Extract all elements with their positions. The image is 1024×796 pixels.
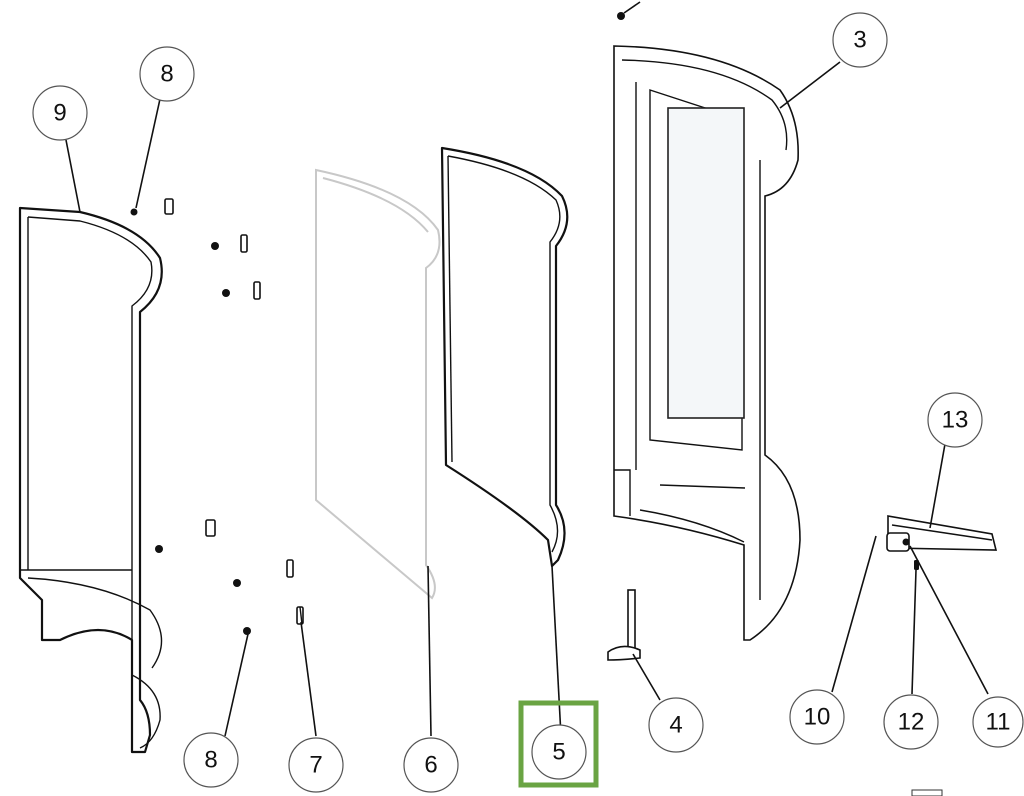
part-13-handle (886, 515, 998, 552)
svg-text:7: 7 (309, 752, 322, 779)
callout-3[interactable]: 3 (832, 12, 888, 68)
part-9-outer-frame (18, 206, 163, 754)
svg-text:12: 12 (898, 709, 925, 736)
svg-text:3: 3 (853, 27, 866, 54)
svg-text:11: 11 (986, 709, 1011, 736)
part-7-rail (299, 606, 303, 625)
part-fastener-top-edge (617, 1, 641, 20)
callout-6[interactable]: 6 (403, 737, 459, 793)
callout-8-bottom[interactable]: 8 (183, 732, 239, 788)
part-8-fasteners-bottom (155, 519, 304, 635)
part-6-glass-panel (315, 168, 441, 600)
svg-text:4: 4 (669, 712, 682, 739)
callout-4[interactable]: 4 (648, 697, 704, 753)
svg-text:6: 6 (424, 752, 437, 779)
part-5-seal-gasket (440, 146, 569, 568)
callout-7[interactable]: 7 (288, 737, 344, 793)
callout-11[interactable]: 11 (972, 696, 1024, 748)
leader-lines (65, 61, 989, 737)
callout-12[interactable]: 12 (883, 694, 939, 750)
svg-text:10: 10 (804, 704, 831, 731)
callout-8-top[interactable]: 8 (139, 46, 195, 102)
callout-13[interactable]: 13 (927, 392, 983, 448)
svg-text:8: 8 (160, 61, 173, 88)
callout-10[interactable]: 10 (789, 689, 845, 745)
callout-5[interactable]: 5 (531, 724, 587, 780)
svg-text:9: 9 (53, 100, 66, 127)
svg-text:8: 8 (204, 747, 217, 774)
svg-text:5: 5 (552, 739, 565, 766)
part-8-fasteners-top (130, 198, 261, 300)
part-4-hinge (607, 589, 641, 661)
callout-9[interactable]: 9 (32, 85, 88, 141)
part-12-screw (914, 560, 919, 570)
corner-fragment (911, 789, 943, 796)
highlight-box-part-5 (518, 700, 599, 788)
part-3-door-body (613, 45, 801, 641)
svg-text:13: 13 (942, 407, 969, 434)
